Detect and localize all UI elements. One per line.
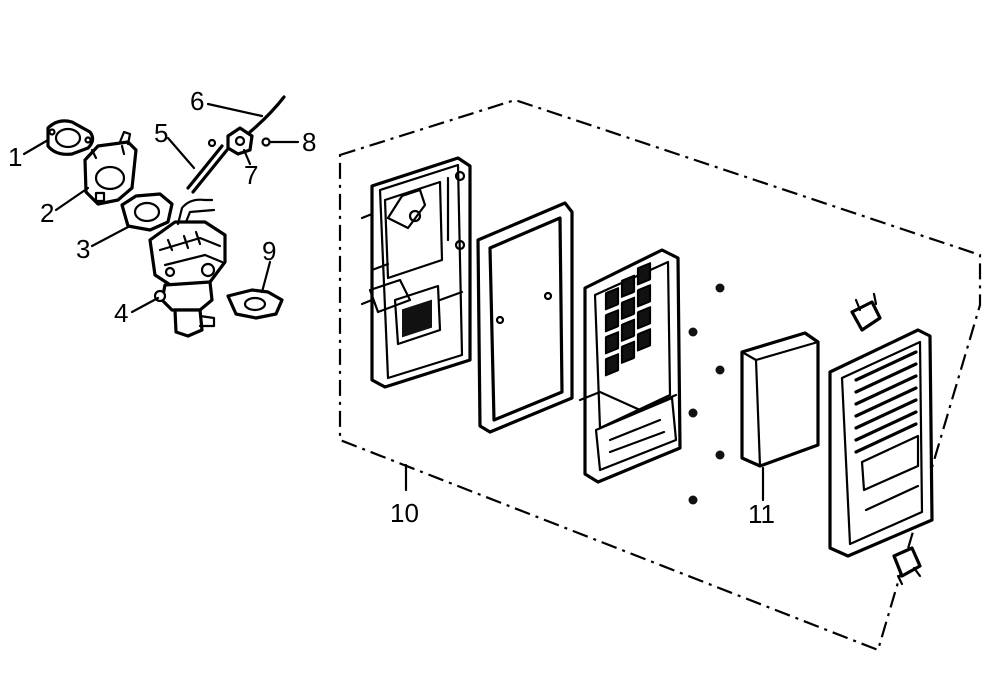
air-cleaner-case <box>360 156 472 389</box>
callout-3: 3 <box>76 234 90 264</box>
callout-6: 6 <box>190 86 204 116</box>
leader-lines <box>22 102 765 502</box>
part-8-clip <box>261 137 271 147</box>
callout-9: 9 <box>262 236 276 266</box>
air-cleaner-gasket-frame <box>476 201 574 434</box>
part-5-fuel-hose <box>186 138 229 194</box>
callout-labels: 1 2 3 4 5 6 7 8 9 10 11 <box>8 86 775 529</box>
callout-8: 8 <box>302 127 316 157</box>
cover-clip-bottom <box>892 546 922 586</box>
element-holder <box>578 248 682 484</box>
air-cleaner-cover <box>828 328 934 558</box>
part-9-gasket <box>226 288 284 320</box>
callout-10: 10 <box>390 498 419 528</box>
callout-1: 1 <box>8 142 22 172</box>
part-7-fitting <box>226 126 254 156</box>
part-6-wire <box>248 95 286 134</box>
cover-louvers <box>854 350 918 454</box>
part-4-carburetor <box>148 198 227 338</box>
part-2-insulator <box>83 130 138 206</box>
part-1-gasket <box>46 119 95 156</box>
air-cleaner-assembly-boundary <box>338 98 982 652</box>
callout-2: 2 <box>40 198 54 228</box>
nuts <box>688 283 725 505</box>
callout-7: 7 <box>244 160 258 190</box>
callout-11: 11 <box>748 499 775 529</box>
callout-5: 5 <box>154 118 168 148</box>
callout-4: 4 <box>114 298 128 328</box>
holder-grid <box>604 262 652 377</box>
cover-clip-top <box>850 292 882 332</box>
part-11-filter-element <box>740 331 820 468</box>
part-3-gasket <box>120 192 174 232</box>
